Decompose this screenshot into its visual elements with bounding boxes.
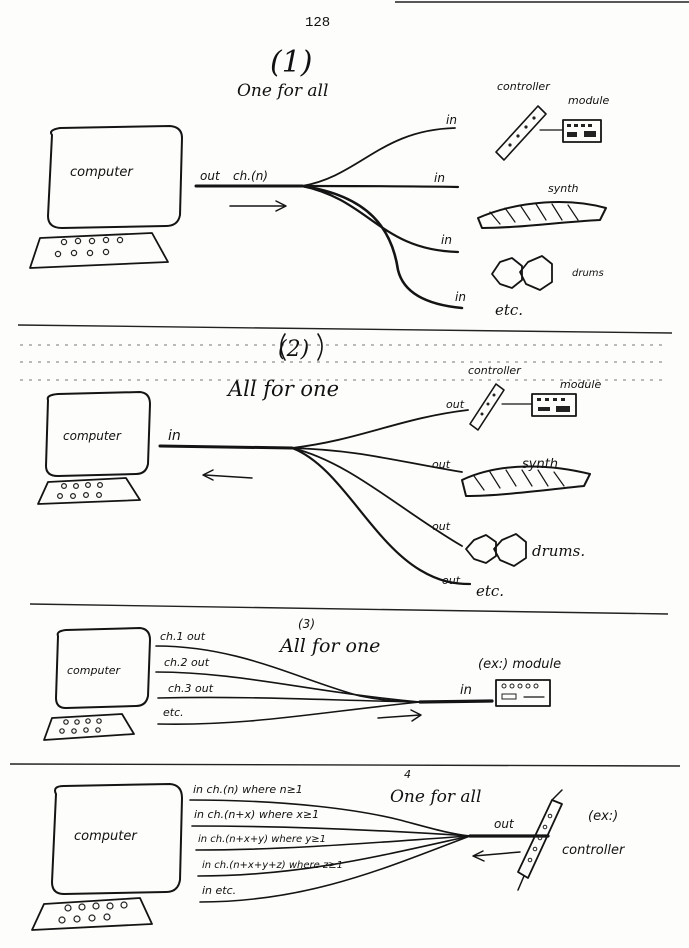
out-label: out: [494, 817, 515, 831]
arrow-right-icon: [377, 709, 422, 722]
monitor-outline: [51, 783, 183, 895]
synth-label: synth: [522, 457, 558, 472]
keyboard-outline: [29, 232, 169, 269]
controller-4-icon: [517, 789, 563, 891]
keyboard-keys: [58, 901, 128, 924]
channel-label-1: ch.1 out: [160, 630, 206, 643]
routing-lines-2: [158, 409, 472, 586]
routing-lines-4: [189, 799, 550, 903]
separator-1: [17, 324, 673, 334]
page-number: 128: [305, 15, 330, 31]
module-1-icon: [562, 119, 602, 143]
panel-1-number: (1): [270, 45, 313, 80]
channel-label-4: etc.: [163, 706, 184, 719]
controller-label: controller: [497, 80, 551, 93]
panel-2: (2) All for one computer in out out out …: [37, 333, 601, 600]
separator-2: [29, 603, 669, 615]
in-label: in: [168, 428, 181, 444]
drums-label: drums.: [532, 542, 585, 560]
computer-label: computer: [74, 829, 138, 844]
route-label-3: in ch.(n+x+y) where y≥1: [198, 834, 326, 845]
port-out-3: out: [432, 520, 451, 533]
channel-label: ch.(n): [233, 169, 268, 183]
computer-3: computer: [43, 627, 151, 741]
port-out-2: out: [432, 458, 451, 471]
module-label: module: [568, 94, 609, 107]
drums-label: drums: [572, 268, 604, 279]
etc-label: etc.: [476, 582, 504, 600]
computer-label: computer: [63, 429, 122, 443]
computer-4: computer: [31, 783, 183, 931]
route-label-2: in ch.(n+x) where x≥1: [194, 808, 319, 821]
computer-2: computer: [37, 391, 151, 505]
route-label-1: in ch.(n) where n≥1: [193, 783, 303, 796]
keyboard-keys: [59, 718, 102, 734]
synth-1-icon: [477, 201, 607, 229]
synth-2-icon: [461, 465, 591, 497]
paren-left: [280, 333, 286, 361]
panel-1: (1) One for all computer out ch.(n): [29, 45, 609, 319]
routing-lines-1: [194, 127, 464, 310]
controller-label: controller: [562, 843, 626, 858]
controller-1-icon: [495, 105, 563, 161]
module-label: (ex:) module: [478, 657, 561, 672]
channel-label-3: ch.3 out: [168, 682, 214, 695]
computer-1: computer: [29, 125, 183, 269]
synth-label: synth: [548, 182, 579, 195]
panel-3-number: (3): [298, 617, 315, 631]
monitor-outline: [47, 125, 183, 229]
arrow-right-icon: [229, 200, 287, 212]
panel-4-number: 4: [404, 768, 411, 781]
keyboard-outline: [43, 713, 135, 741]
module-2-icon: [531, 393, 577, 417]
panel-2-number: (2): [278, 337, 309, 362]
computer-label: computer: [70, 165, 134, 180]
keyboard-keys: [54, 236, 124, 258]
panel-1-title: One for all: [237, 81, 328, 101]
keyboard-keys: [56, 482, 103, 500]
computer-label: computer: [67, 664, 122, 677]
keyboard-outline: [37, 477, 141, 505]
panel-2-title: All for one: [226, 377, 339, 401]
route-label-5: in etc.: [202, 884, 236, 897]
controller-2-icon: [469, 383, 533, 431]
etc-label: etc.: [495, 301, 523, 319]
port-in-1: in: [446, 113, 457, 127]
panel-3-title: All for one: [278, 635, 380, 657]
panel-4-title: One for all: [390, 787, 481, 807]
panel-4: 4 One for all computer in ch.(n) where n…: [31, 768, 626, 931]
drums-1-icon: [491, 255, 553, 291]
port-out-1: out: [446, 398, 465, 411]
arrow-left-icon: [202, 469, 253, 481]
arrow-left-icon: [472, 850, 521, 862]
channel-label-2: ch.2 out: [164, 656, 210, 669]
keyboard-outline: [31, 897, 153, 931]
paren-right: [317, 333, 323, 361]
in-label: in: [460, 683, 472, 698]
port-in-3: in: [441, 233, 452, 247]
monitor-outline: [55, 627, 151, 709]
controller-label: controller: [468, 364, 522, 377]
module-3-icon: [495, 679, 551, 707]
port-in-2: in: [434, 171, 445, 185]
routing-lines-3: [155, 645, 494, 725]
monitor-outline: [45, 391, 151, 477]
route-label-4: in ch.(n+x+y+z) where z≥1: [202, 860, 343, 871]
example-label: (ex:): [588, 809, 618, 824]
drums-2-icon: [465, 533, 527, 567]
port-in-4: in: [455, 290, 466, 304]
out-label: out: [200, 169, 221, 183]
port-out-4: out: [442, 574, 461, 587]
panel-3: (3) All for one computer ch.1 out ch.2 o…: [43, 617, 561, 741]
separator-3: [9, 763, 681, 767]
module-label: module: [560, 378, 601, 391]
